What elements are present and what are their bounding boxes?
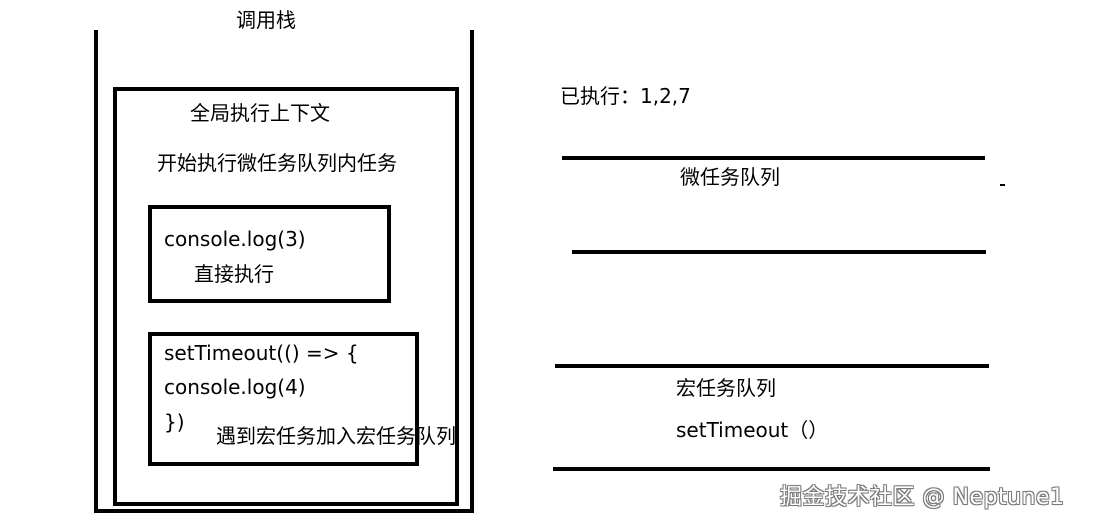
macro-task-box: [148, 332, 419, 466]
macro-task-code-line-3: }): [164, 410, 185, 434]
macro-task-note: 遇到宏任务加入宏任务队列: [216, 424, 456, 448]
global-context-subtitle: 开始执行微任务队列内任务: [157, 151, 397, 175]
sync-task-code: console.log(3): [164, 227, 306, 251]
global-context-title: 全局执行上下文: [190, 101, 330, 125]
global-execution-context: [113, 87, 459, 506]
sync-task-box: [148, 205, 391, 303]
macrotask-queue-label: 宏任务队列: [676, 376, 776, 400]
sync-task-note: 直接执行: [194, 262, 274, 286]
macro-task-code-line-1: setTimeout(() => {: [164, 341, 359, 365]
macro-task-code-line-2: console.log(4): [164, 375, 306, 399]
call-stack-title: 调用栈: [236, 8, 296, 32]
microtask-queue-label: 微任务队列: [680, 165, 780, 189]
executed-text: 已执行：1,2,7: [560, 84, 691, 108]
macrotask-queue-bottom-line: [553, 467, 990, 471]
macrotask-queue-item: setTimeout（）: [676, 418, 829, 442]
watermark: 掘金技术社区 @ Neptune1: [780, 485, 1065, 510]
microtask-queue-bottom-line: [572, 250, 986, 254]
stray-mark: [1000, 184, 1005, 186]
call-stack-container: [94, 30, 474, 513]
macrotask-queue-top-line: [555, 364, 989, 368]
microtask-queue-top-line: [562, 156, 985, 160]
